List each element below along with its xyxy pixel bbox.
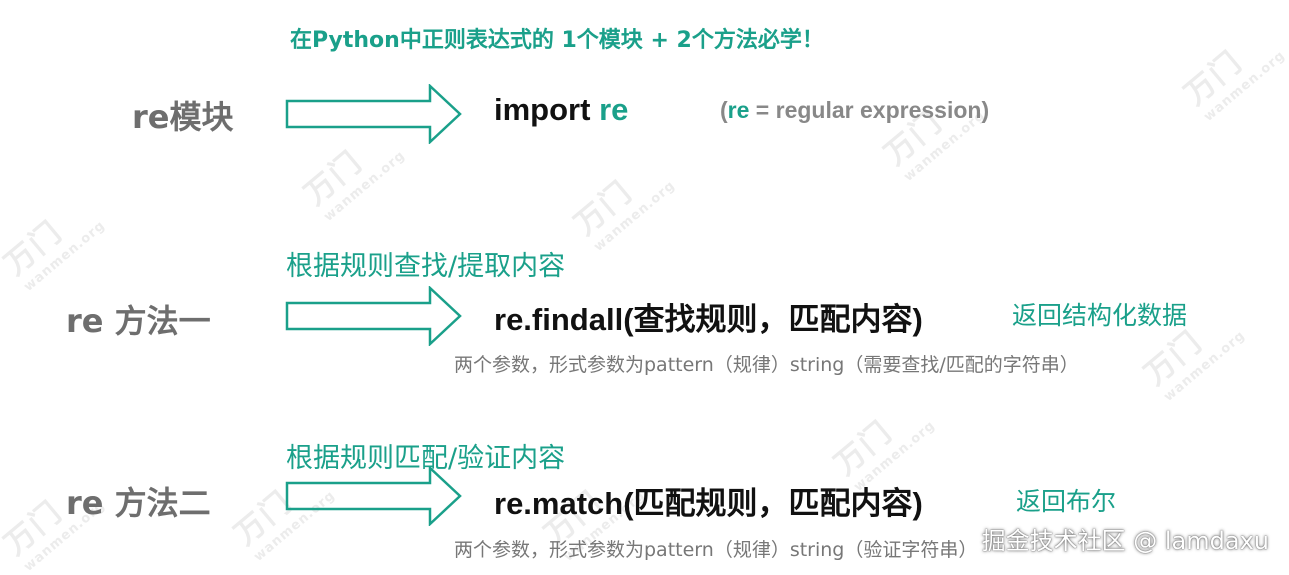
method-one-subtitle: 根据规则查找/提取内容 xyxy=(286,251,566,282)
row-label-method-one: re 方法一 xyxy=(66,302,211,340)
module-name: re xyxy=(599,92,629,127)
findall-return-note: 返回结构化数据 xyxy=(1012,301,1188,330)
method-two-subtitle: 根据规则匹配/验证内容 xyxy=(286,443,566,474)
arrow-right-icon xyxy=(285,286,462,346)
arrow-right-icon xyxy=(285,84,462,144)
findall-param-description: 两个参数，形式参数为pattern（规律）string（需要查找/匹配的字符串） xyxy=(454,354,1079,376)
match-param-description: 两个参数，形式参数为pattern（规律）string（验证字符串） xyxy=(454,539,978,561)
import-statement: import re xyxy=(494,92,628,128)
match-return-note: 返回布尔 xyxy=(1016,487,1117,516)
arrow-right-icon xyxy=(285,466,462,526)
findall-signature: re.findall(查找规则，匹配内容) xyxy=(494,302,923,337)
footer-credit: 掘金技术社区 @ lamdaxu xyxy=(981,527,1269,555)
match-signature: re.match(匹配规则，匹配内容) xyxy=(494,486,923,521)
row-label-method-two: re 方法二 xyxy=(66,484,211,522)
row-label-module: re模块 xyxy=(132,98,234,136)
module-note: (re = regular expression) xyxy=(720,97,990,123)
import-keyword: import xyxy=(494,92,600,127)
module-note-highlight: re xyxy=(727,97,750,123)
page-title: 在Python中正则表达式的 1个模块 + 2个方法必学！ xyxy=(290,28,824,53)
